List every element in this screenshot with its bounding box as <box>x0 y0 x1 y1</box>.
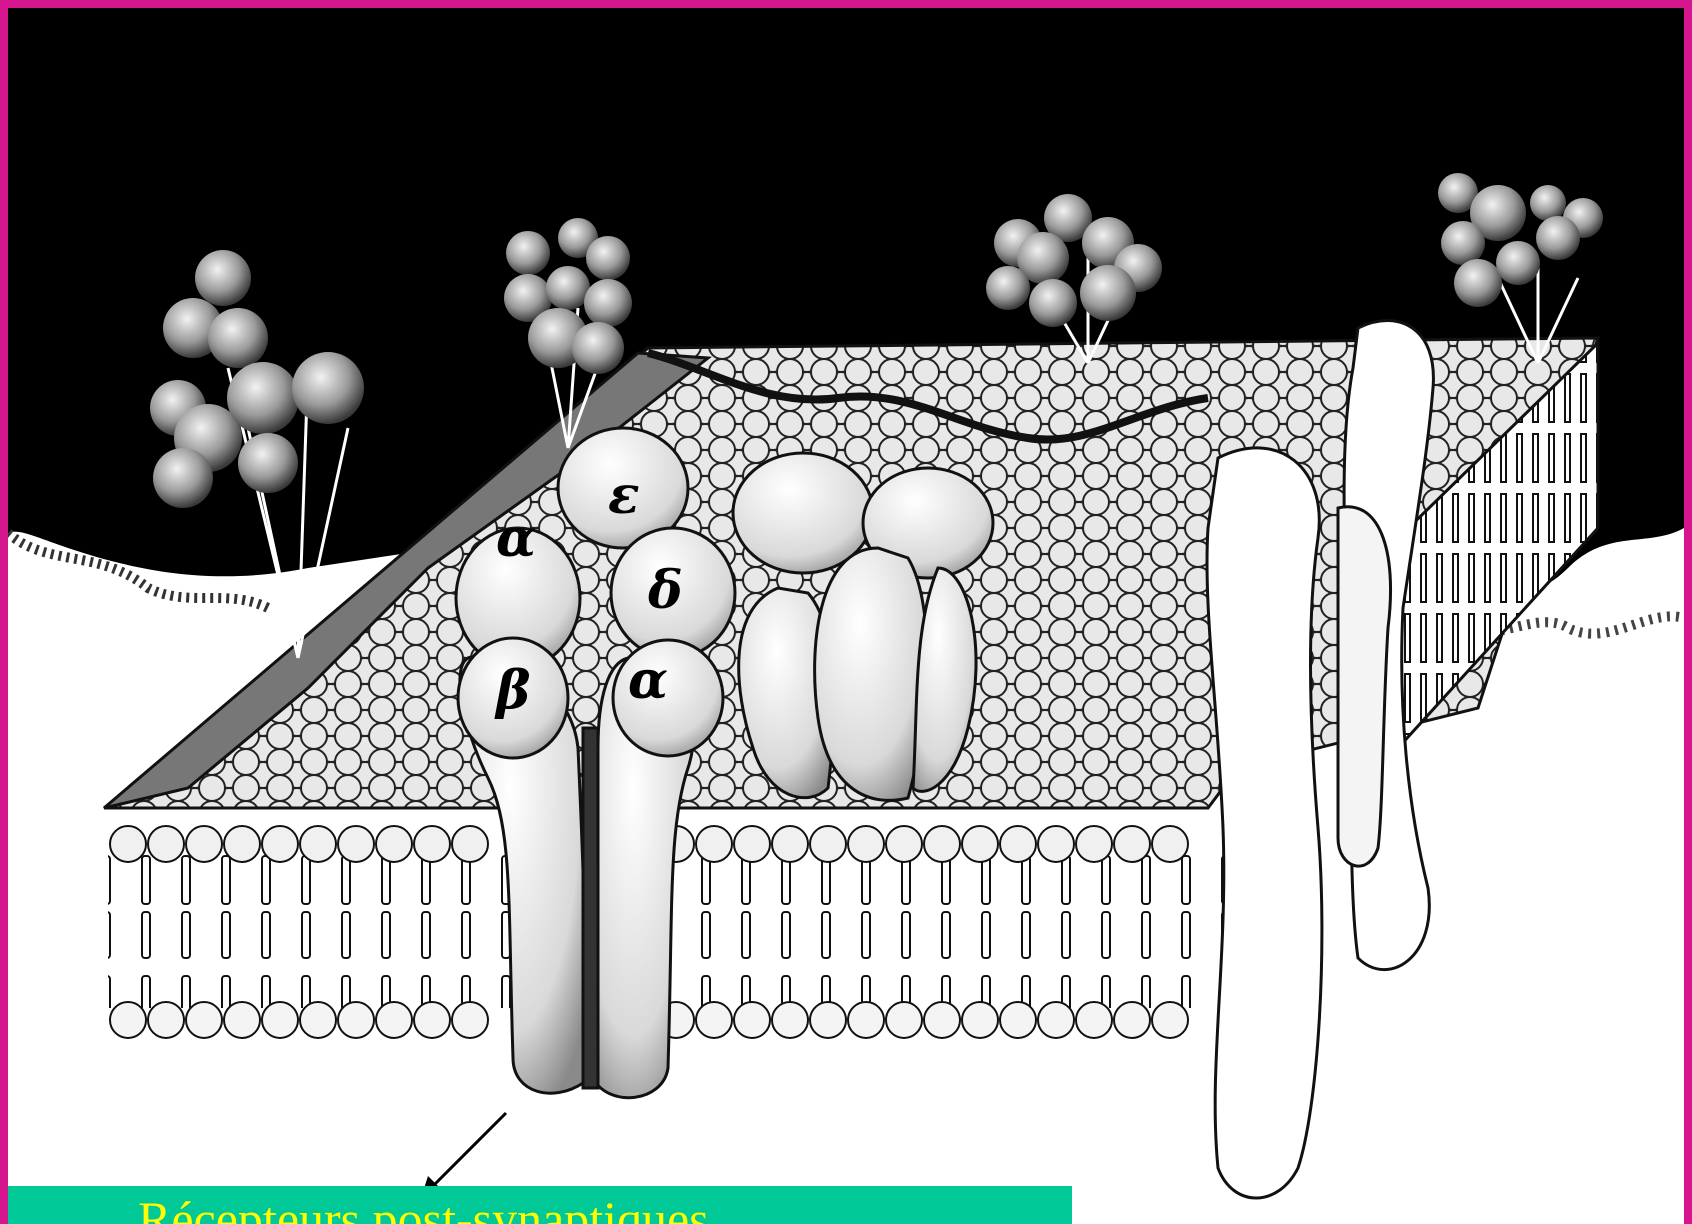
caption-box: Récepteurs post-synaptiques <box>8 1186 1072 1224</box>
caption-arrow <box>431 1113 506 1188</box>
subunit-label-alpha-bottom: α <box>628 650 668 711</box>
subunit-label-delta: δ <box>647 560 683 621</box>
membrane-illustration: α ε δ β α <box>8 8 1684 1224</box>
subunit-label-epsilon: ε <box>608 465 640 526</box>
subunit-label-alpha-top: α <box>496 508 536 569</box>
subunit-label-beta: β <box>494 660 531 721</box>
diagram-frame: α ε δ β α Récepteurs post-synaptiques <box>8 8 1684 1224</box>
receptor-cluster-middle <box>733 453 993 800</box>
caption-text: Récepteurs post-synaptiques <box>138 1194 709 1224</box>
